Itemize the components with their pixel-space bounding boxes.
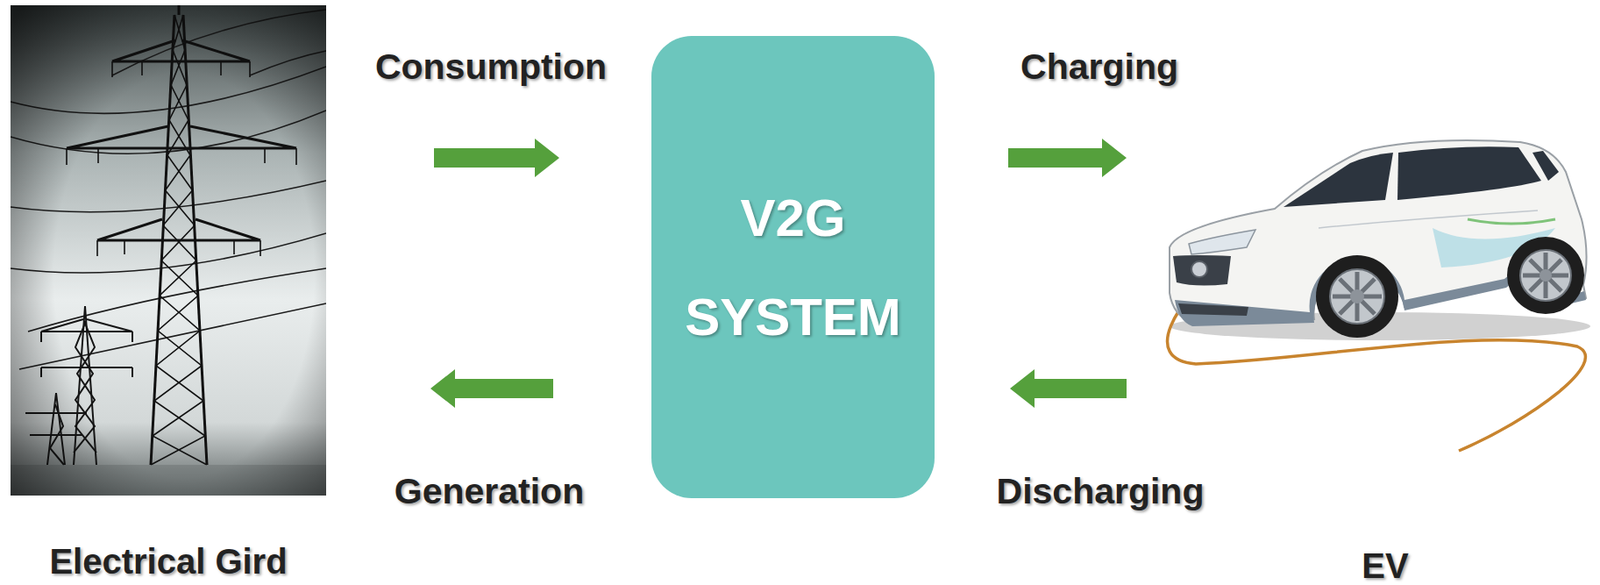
flow-arrow: [430, 369, 554, 408]
flow-label: Charging: [1020, 46, 1179, 88]
picture-label: Electrical Gird: [49, 541, 287, 582]
flow-label: Discharging: [996, 470, 1205, 512]
electric-car-picture: [1143, 96, 1593, 460]
flow-label: Consumption: [375, 46, 607, 88]
flow-label: Generation: [394, 470, 584, 512]
flow-arrow: [1009, 369, 1127, 408]
flow-arrow: [1008, 138, 1127, 178]
flow-arrow: [433, 138, 560, 178]
system-box: V2G SYSTEM: [651, 35, 935, 498]
power-pylon-photo: [10, 5, 327, 496]
grid-picture-node: Electrical Gird: [10, 5, 327, 580]
ev-picture-node: EV: [1143, 96, 1593, 580]
picture-label: EV: [1361, 546, 1408, 585]
system-title: V2G SYSTEM: [677, 168, 909, 367]
